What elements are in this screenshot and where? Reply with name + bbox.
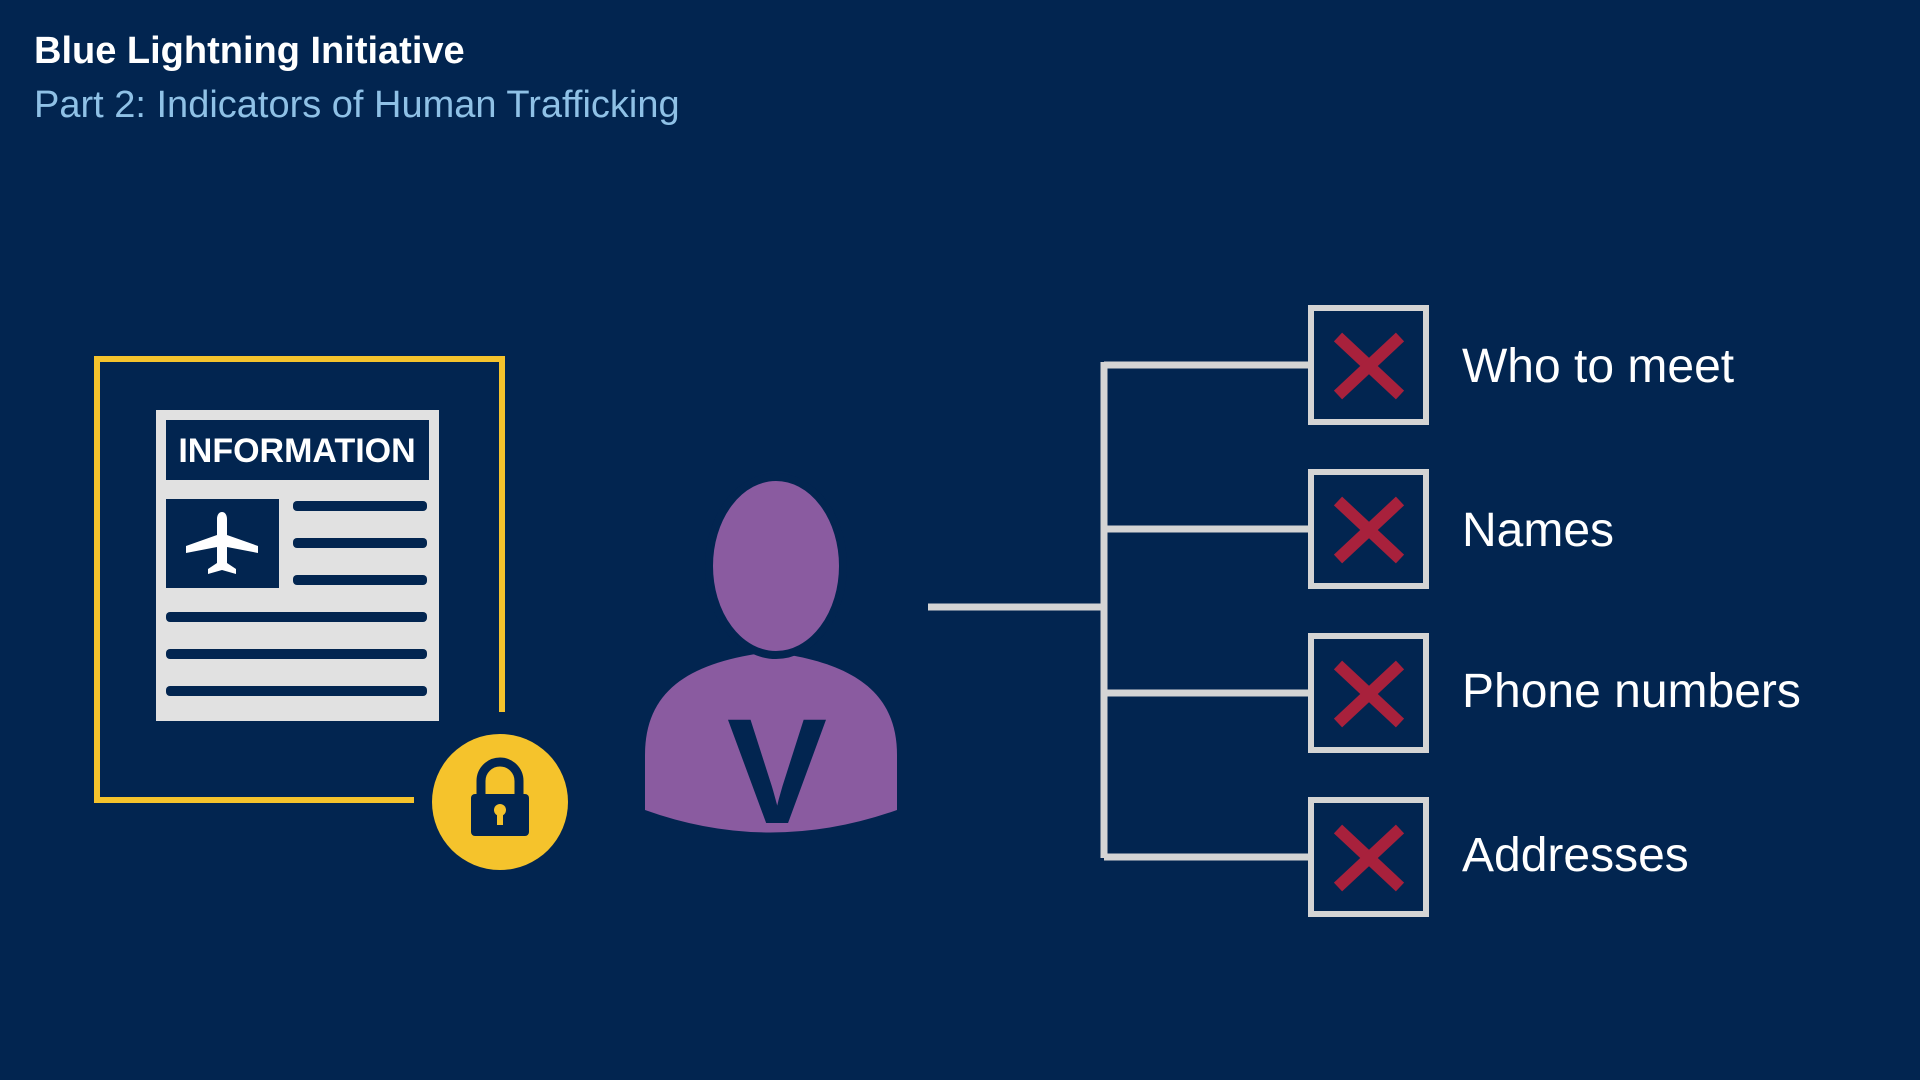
- slide-title: Blue Lightning Initiative: [34, 30, 465, 72]
- item-box-names: [1308, 469, 1429, 589]
- document-line: [166, 612, 427, 622]
- lock-icon: [432, 734, 568, 870]
- item-label-addresses: Addresses: [1462, 829, 1689, 882]
- document-line: [293, 538, 427, 548]
- item-label-names: Names: [1462, 504, 1614, 557]
- connector-tree: [928, 361, 1310, 861]
- x-mark-icon: [1333, 824, 1405, 892]
- item-box-phone-numbers: [1308, 633, 1429, 753]
- airplane-icon: [186, 512, 258, 574]
- person-icon: V: [645, 473, 897, 855]
- slide-subtitle: Part 2: Indicators of Human Trafficking: [34, 84, 680, 126]
- x-mark-icon: [1333, 660, 1405, 728]
- item-box-who-to-meet: [1308, 305, 1429, 425]
- item-label-phone-numbers: Phone numbers: [1462, 665, 1801, 718]
- person-badge-letter: V: [727, 687, 827, 855]
- document-line: [293, 501, 427, 511]
- x-mark-icon: [1333, 332, 1405, 400]
- yellow-frame: [94, 356, 505, 803]
- document-line: [166, 649, 427, 659]
- information-document: INFORMATION: [156, 410, 439, 721]
- document-line: [293, 575, 427, 585]
- item-box-addresses: [1308, 797, 1429, 917]
- document-title: INFORMATION: [178, 432, 415, 470]
- item-label-who-to-meet: Who to meet: [1462, 340, 1734, 393]
- document-line: [166, 686, 427, 696]
- x-mark-icon: [1333, 496, 1405, 564]
- document-header: [166, 420, 429, 480]
